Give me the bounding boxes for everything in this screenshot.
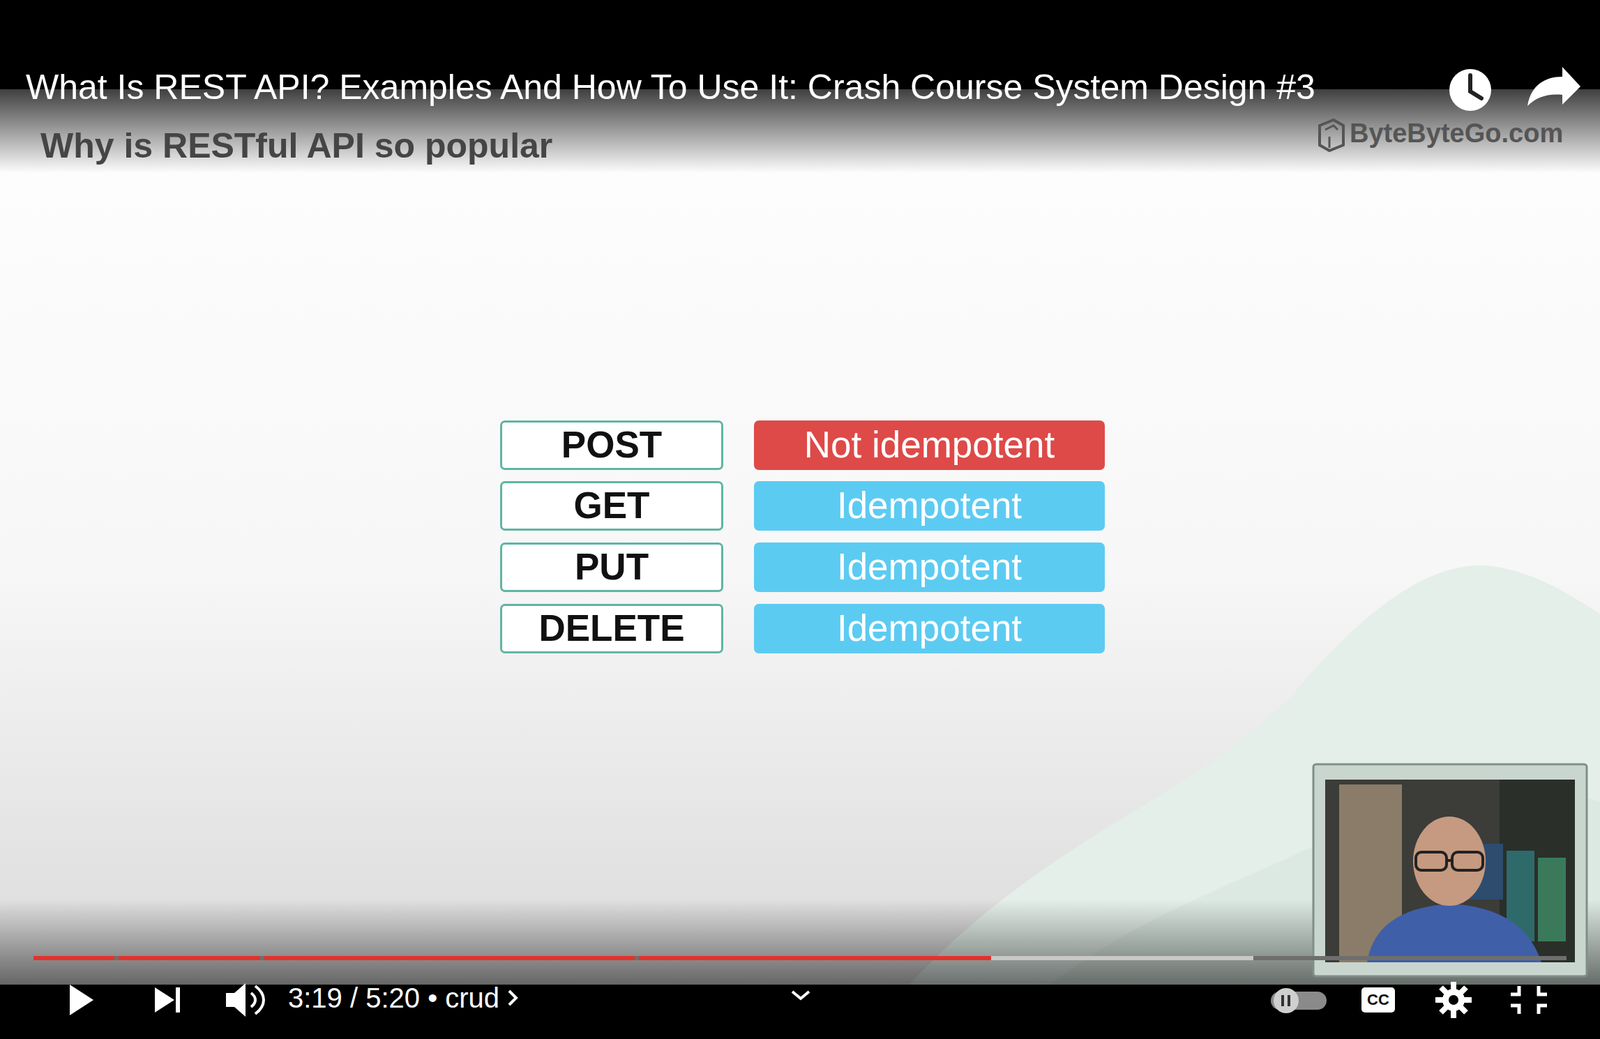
box-text: Idempotent (836, 608, 1022, 649)
captions-button: CC (1367, 992, 1390, 1008)
box-text: GET (574, 485, 651, 526)
idempotency-badge: Idempotent (753, 604, 1105, 654)
http-method-box: DELETE (500, 604, 724, 654)
box-text: Idempotent (836, 485, 1022, 526)
idempotency-badge: Idempotent (753, 542, 1105, 593)
http-method-box: GET (500, 481, 724, 531)
http-method-box: POST (500, 420, 724, 471)
channel-logo-text: ByteByteGo.com (1349, 119, 1564, 147)
http-method-box: PUT (500, 542, 724, 593)
box-text: POST (561, 424, 662, 466)
idempotency-badge: Idempotent (753, 481, 1105, 531)
box-text: Not idempotent (804, 424, 1055, 466)
time-display: 3:19 / 5:20 • crud (288, 984, 500, 1013)
slide-title: Why is RESTful API so popular (40, 125, 553, 166)
video-title: What Is REST API? Examples And How To Us… (25, 69, 1316, 105)
box-text: DELETE (538, 608, 685, 649)
box-text: Idempotent (836, 546, 1022, 588)
box-text: PUT (574, 546, 649, 588)
idempotency-badge: Not idempotent (753, 420, 1105, 471)
